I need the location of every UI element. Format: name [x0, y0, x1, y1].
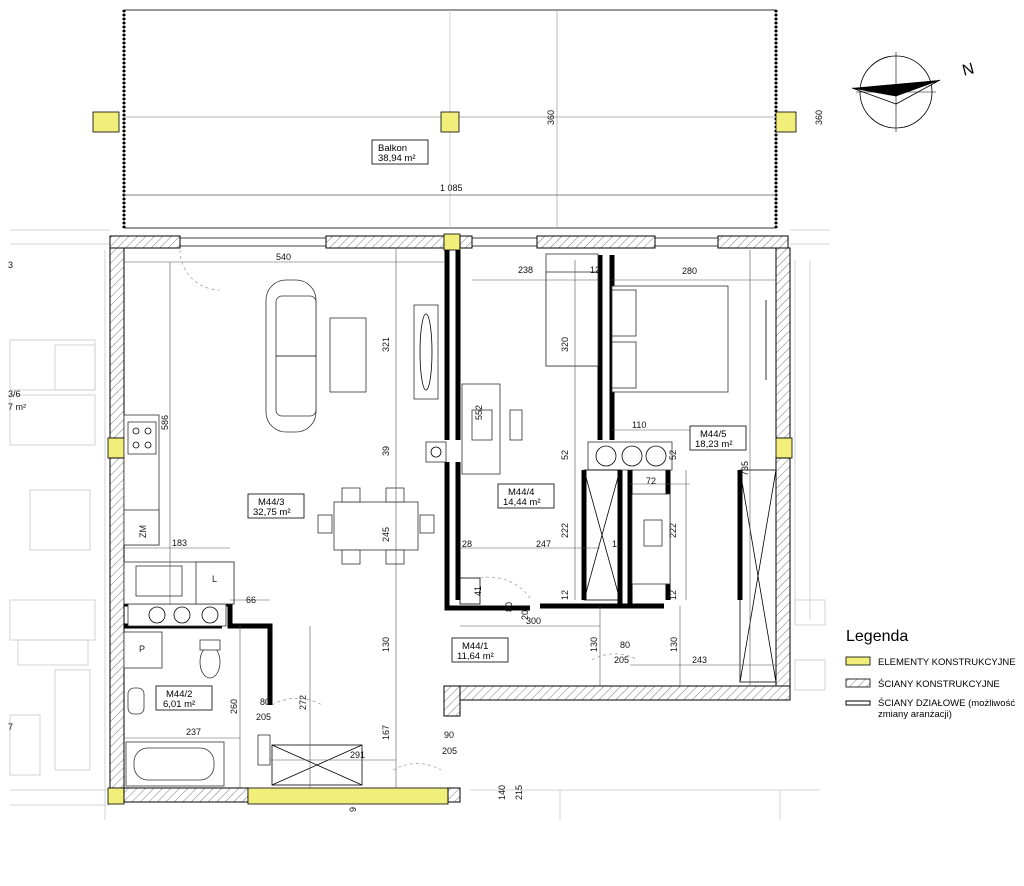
dim-hall-300: 300 [526, 616, 541, 626]
dim-stair-140: 140 [497, 785, 507, 800]
balcony-column-right [775, 111, 797, 133]
dim-room4-52: 52 [560, 450, 570, 460]
dim-bath-h: 260 [229, 699, 239, 714]
dimension-texts: 1 085 360 360 540 321 39 245 130 167 586… [8, 110, 824, 812]
room-area: 18,23 m² [695, 439, 733, 450]
furniture [123, 253, 777, 787]
dim-door-90: 90 [444, 730, 454, 740]
legend-title: Legenda [846, 628, 908, 645]
dim-bath-w: 237 [186, 727, 201, 737]
dim-nb-7m: 7 m² [8, 402, 26, 412]
dim-wc-w: 66 [246, 595, 256, 605]
room-name: Balkon [378, 143, 407, 154]
dim-living-h3: 245 [381, 527, 391, 542]
dim-nb-7: 7 [8, 722, 13, 732]
north-label: N [960, 60, 976, 79]
dim-room4-12c: 12 [560, 590, 570, 600]
room-area: 11,64 m² [457, 651, 494, 662]
room-name: M44/5 [700, 429, 726, 440]
dim-room5-12: 12 [668, 590, 678, 600]
room-area: 38,94 m² [378, 153, 416, 164]
room-label-m44-2: M44/2 6,01 m² [155, 685, 213, 711]
label-zm: ZM [138, 525, 148, 538]
legend-swatch-structural [845, 656, 871, 666]
label-l: L [212, 574, 217, 584]
dim-living-h2: 39 [381, 446, 391, 456]
dim-door-205b: 205 [442, 746, 457, 756]
dim-room4-552: 552 [474, 405, 484, 420]
legend-item-walls: ŚCIANY KONSTRUKCYJNE [878, 678, 1000, 690]
dim-hall-130a: 130 [589, 637, 599, 652]
legend: Legenda ELEMENTY KONSTRUKCYJNE ŚCIANY KO… [845, 628, 1016, 720]
dim-hall-291: 291 [350, 750, 365, 760]
dim-door-80a: 80 [260, 697, 270, 707]
label-p: P [139, 644, 145, 654]
legend-swatch-walls [845, 678, 871, 688]
balcony [92, 9, 797, 229]
dim-living-h4: 130 [381, 637, 391, 652]
room-name: M44/2 [166, 689, 192, 700]
dim-room5-735: 735 [740, 461, 750, 476]
dim-room5-52: 52 [668, 450, 678, 460]
door-swings [179, 249, 639, 771]
room-label-balkon: Balkon 38,94 m² [371, 139, 429, 165]
neighbour-ghost-left [9, 229, 110, 820]
room-name: M44/4 [508, 487, 534, 498]
dim-living-width: 540 [276, 252, 291, 262]
dim-stair-215: 215 [514, 785, 524, 800]
dim-room4-41: 41 [473, 586, 483, 596]
legend-item-partition: ŚCIANY DZIAŁOWE (możliwość [878, 697, 1015, 709]
dim-room4-28: 28 [462, 539, 472, 549]
dim-door-205c: 205 [520, 605, 530, 620]
room-area: 32,75 m² [253, 507, 291, 518]
legend-swatch-partition [845, 700, 871, 706]
room-label-m44-1: M44/1 11,64 m² [451, 637, 509, 663]
room-label-m44-3: M44/3 32,75 m² [247, 493, 305, 519]
dim-kitchen-depth: 586 [160, 415, 170, 430]
installation-shafts [127, 441, 673, 627]
dim-hall-130b: 130 [669, 637, 679, 652]
room-label-m44-5: M44/5 18,23 m² [689, 425, 747, 451]
dim-room4-12a: 12 [590, 265, 600, 275]
dim-nb-36: 3/6 [8, 389, 21, 399]
dim-room4-w: 238 [518, 265, 533, 275]
dim-balkon-width: 1 085 [440, 183, 463, 193]
room-name: M44/1 [462, 641, 488, 652]
dim-room5-72: 72 [646, 476, 656, 486]
room-area: 6,01 m² [163, 699, 195, 710]
dim-room4-h: 320 [560, 337, 570, 352]
dim-nb-9: 9 [348, 807, 358, 812]
dim-living-h5: 167 [381, 725, 391, 740]
dimension-lines [124, 194, 776, 788]
dim-nb-3: 3 [8, 260, 13, 270]
room-area: 14,44 m² [503, 497, 541, 508]
dim-balkon-depth: 360 [546, 110, 556, 125]
balcony-column-left [92, 111, 120, 133]
neighbour-ghost-right [470, 229, 830, 820]
dim-door-80c: 80 [620, 640, 630, 650]
dim-balkon-depth-right: 360 [814, 110, 824, 125]
dim-door-80b: 80 [504, 602, 514, 612]
dim-room5-w: 280 [682, 266, 697, 276]
dim-room5-222: 222 [668, 523, 678, 538]
compass [851, 52, 941, 132]
dim-room5-110: 110 [632, 420, 646, 430]
room-label-m44-4: M44/4 14,44 m² [497, 483, 555, 509]
dim-door-205d: 205 [614, 655, 629, 665]
dim-room4-222: 222 [560, 523, 570, 538]
dim-door-205a: 205 [256, 712, 271, 722]
room-name: M44/3 [258, 497, 284, 508]
dim-living-h1: 321 [381, 337, 391, 352]
dim-room4-12b: 12 [612, 539, 622, 549]
balcony-column-mid [440, 111, 460, 133]
dim-hall-272: 272 [298, 695, 308, 710]
outer-walls [107, 233, 793, 805]
dim-hall-243: 243 [692, 655, 707, 665]
dim-kitchen-w: 183 [172, 538, 187, 548]
dim-room4-247: 247 [536, 539, 551, 549]
legend-item-partition-2: zmiany aranżacji) [878, 709, 952, 720]
legend-item-structural: ELEMENTY KONSTRUKCYJNE [878, 657, 1016, 668]
